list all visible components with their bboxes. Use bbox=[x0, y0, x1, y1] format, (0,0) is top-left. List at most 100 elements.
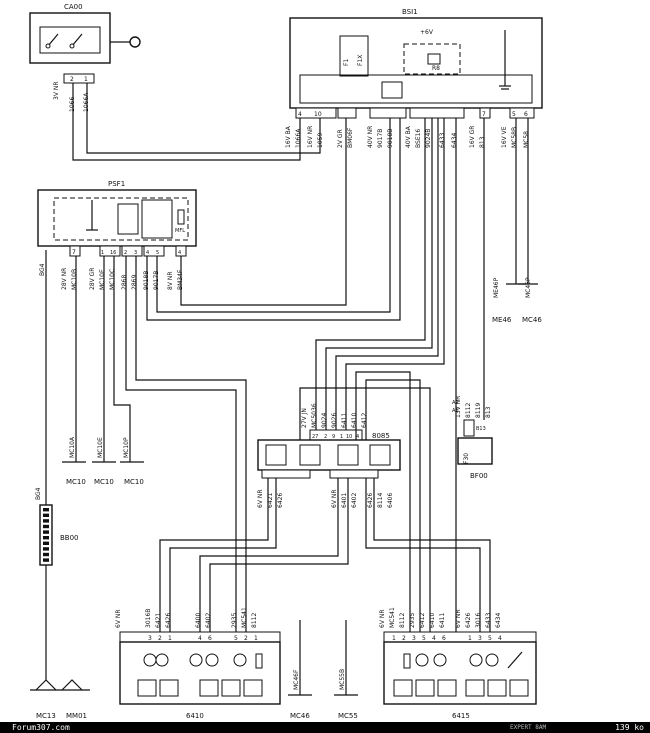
bsi1-conn-1: 16V NR bbox=[307, 126, 314, 148]
b806-label: 8085 bbox=[372, 432, 390, 440]
ground-me46-wire: ME46P bbox=[493, 277, 500, 298]
u6410-wire-3: 6400 bbox=[195, 613, 202, 628]
key-icon bbox=[110, 36, 141, 48]
bsi1-conn-9: 16V GR bbox=[469, 126, 476, 148]
bsi1-pin-6: 6 bbox=[524, 111, 528, 118]
defrost-switch-icon bbox=[265, 444, 287, 466]
lamp-icon-2 bbox=[465, 679, 485, 697]
b806-top-wire: MC5036 bbox=[311, 403, 318, 428]
u6415-pin-1: 2 bbox=[402, 635, 406, 642]
u6415-wire2-3: 6434 bbox=[495, 613, 502, 628]
bf00-ext-wire: 813 bbox=[485, 406, 492, 418]
bsi1-conn-3: 40V NR bbox=[367, 126, 374, 148]
wire-ca00-bsi-2 bbox=[86, 83, 321, 154]
u6410-conn: 6V NR bbox=[115, 610, 122, 629]
u6415-conn-2: 6V NR bbox=[455, 610, 462, 629]
u6415-wire-0: MC541 bbox=[389, 607, 396, 628]
bb00-pin bbox=[43, 558, 49, 562]
bf00-label: BF00 bbox=[470, 472, 488, 480]
footer-ref: EXPERT 8AM bbox=[510, 724, 547, 731]
ca00-label: CA00 bbox=[64, 3, 83, 11]
b806-wire-6410: 6410 bbox=[351, 413, 358, 428]
bb00-pin bbox=[43, 552, 49, 557]
footer-source: Forum307.com bbox=[12, 723, 70, 732]
bsi1-wire-3: 9017B bbox=[377, 129, 384, 148]
fuse-f1: F1 bbox=[343, 59, 350, 66]
u6410-pin-6: 2 bbox=[244, 635, 248, 642]
ground-mc55: MC55 bbox=[338, 712, 358, 720]
psf1-mfl: MFL bbox=[175, 228, 185, 234]
psf1-wire-1a: MC10E bbox=[99, 269, 106, 290]
u6410-pin-7: 1 bbox=[254, 635, 258, 642]
bsi1-relay-box bbox=[403, 43, 461, 75]
b806-wire-9024: 9024 bbox=[321, 413, 328, 428]
heater-icon bbox=[159, 679, 179, 697]
bsi1-label: BSI1 bbox=[402, 8, 418, 16]
psf1-pin-2: 2 bbox=[124, 250, 127, 256]
ground-mc10-2: MC10 bbox=[94, 478, 114, 486]
bf00-pin-a1: A1 bbox=[452, 408, 459, 414]
u6410-wire-7: 8112 bbox=[251, 613, 258, 628]
bf00-pin-a2: A2 bbox=[452, 400, 459, 406]
u6415-wire2-2: 6433 bbox=[485, 613, 492, 628]
bb00-label: BB00 bbox=[60, 534, 79, 542]
psf1-pin-5: 5 bbox=[156, 250, 159, 256]
ground-mc46-wire: MC46P bbox=[525, 277, 532, 298]
u6415-wire-5: 6411 bbox=[439, 613, 446, 628]
psf1-wire-0: MC10B bbox=[71, 269, 78, 290]
wire-ca00-bsi-1 bbox=[72, 83, 301, 161]
bb00-pin bbox=[43, 536, 49, 540]
ground-mc13: MC13 bbox=[36, 712, 56, 720]
u6415-pin-3: 5 bbox=[422, 635, 426, 642]
bsi1-box bbox=[289, 17, 543, 109]
bsi1-pin-5: 5 bbox=[512, 111, 516, 118]
u6410-motor-icons bbox=[143, 653, 263, 669]
ground-mc10-1: MC10 bbox=[66, 478, 86, 486]
recirc-switch-icon bbox=[337, 444, 359, 466]
bsi1-supply-label: +6V bbox=[420, 29, 434, 36]
bsi1-wire-1: 1059 bbox=[317, 133, 324, 148]
fuse-f1x: F1X bbox=[357, 55, 364, 66]
b806-br-wire-2: 8114 bbox=[377, 493, 384, 508]
u6415-pin2-2: 5 bbox=[488, 635, 492, 642]
unit-6410-label: 6410 bbox=[186, 712, 204, 720]
b806-bl-wire-1: 6421 bbox=[267, 493, 274, 508]
psf1-pin-16: 16 bbox=[110, 250, 116, 256]
bb00-pin bbox=[43, 524, 49, 529]
u6410-pin-2: 1 bbox=[168, 635, 172, 642]
footer-bar: Forum307.com EXPERT 8AM 139 ko bbox=[0, 722, 650, 733]
seat-icon bbox=[243, 679, 263, 697]
u6410-wire-4: 6402 bbox=[205, 613, 212, 628]
bsi1-conn-5: 40V BA bbox=[405, 125, 412, 148]
bf00-conn: 13V NR bbox=[455, 396, 462, 418]
b806-br-wire-3: 6406 bbox=[387, 493, 394, 508]
bsi1-conn-0: 16V BA bbox=[285, 125, 292, 148]
psf1-wire-2b: 2869 bbox=[131, 275, 138, 290]
u6415-motor-icons bbox=[403, 651, 523, 669]
bsi1-wire-9: 813 bbox=[479, 136, 486, 148]
u6415-pin-4: 4 bbox=[432, 635, 436, 642]
bf00-wire-1: 8112 bbox=[465, 403, 472, 418]
b806-br-wire-1: 6426 bbox=[367, 493, 374, 508]
bsi1-conn-10: 16V VE bbox=[501, 126, 508, 148]
bsi1-wire-10: MC58B bbox=[511, 127, 518, 148]
psf1-wire-2a: 2868 bbox=[121, 275, 128, 290]
u6415-wire-2: 2935 bbox=[409, 613, 416, 628]
arrow-icon-2 bbox=[415, 679, 435, 697]
ground-mc46: MC46 bbox=[522, 316, 542, 324]
b806-top-conn: 27V JN bbox=[301, 408, 308, 428]
unit-6415-label: 6415 bbox=[452, 712, 470, 720]
b806-wire-6412: 6412 bbox=[361, 413, 368, 428]
mc10p-wire: MC10P bbox=[123, 437, 130, 458]
psf1-pin-1: 1 bbox=[101, 250, 104, 256]
unit-6415 bbox=[383, 641, 537, 705]
bsi1-conn-2: 2V GR bbox=[337, 129, 344, 148]
mc10e-wire: MC10E bbox=[97, 437, 104, 458]
bsi1-wire-6: 9024B bbox=[425, 129, 432, 148]
psf1-pin-4b: 4 bbox=[178, 250, 181, 256]
u6415-pin2-0: 1 bbox=[468, 635, 472, 642]
u6410-pin-5: 5 bbox=[234, 635, 238, 642]
seat-icon-2 bbox=[393, 679, 413, 697]
ground-mm01: MM01 bbox=[66, 712, 87, 720]
